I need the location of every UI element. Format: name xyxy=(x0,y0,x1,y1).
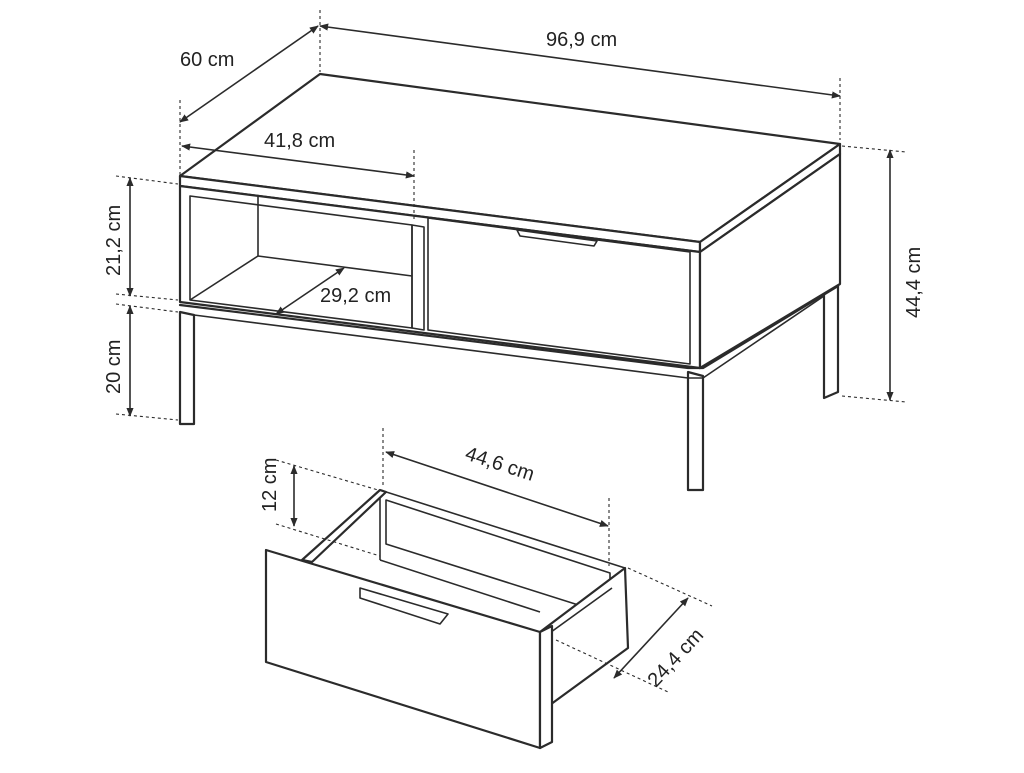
label-table-width: 96,9 cm xyxy=(546,29,617,51)
compartment-divider xyxy=(411,224,425,331)
drawer-detail xyxy=(264,488,630,750)
dim-drawer-width-line xyxy=(385,451,609,527)
table-body-side xyxy=(698,152,842,370)
label-total-height: 44,4 cm xyxy=(903,247,925,318)
table-legs xyxy=(178,282,840,492)
label-compartment-width: 41,8 cm xyxy=(264,130,335,152)
leg-back-right xyxy=(822,282,840,400)
dim-shelf-depth-line xyxy=(275,267,345,315)
dim-width-line xyxy=(319,23,841,99)
lower-frame-inner xyxy=(193,295,825,379)
drawer-back-top xyxy=(379,489,626,569)
label-table-depth: 60 cm xyxy=(180,49,234,71)
label-compartment-height: 21,2 cm xyxy=(103,205,125,276)
drawer-bottom-line xyxy=(379,559,541,613)
open-compartment xyxy=(189,195,425,331)
drawer-front-panel xyxy=(427,217,691,365)
leg-front-right xyxy=(686,370,705,492)
drawer-left-wall xyxy=(300,488,388,564)
drawer-detail-handle xyxy=(359,587,449,625)
label-drawer-width: 44,6 cm xyxy=(462,443,536,486)
dim-depth-line xyxy=(179,25,319,123)
dim-compartment-width-line xyxy=(181,143,415,179)
drawer-handle xyxy=(516,229,598,247)
drawer-right-wall xyxy=(538,566,630,712)
dim-drawer-depth-line xyxy=(613,597,689,679)
drawer-front-edge xyxy=(538,624,554,750)
table-drawer-front xyxy=(427,217,691,365)
label-drawer-height: 12 cm xyxy=(259,458,281,512)
leg-front-left xyxy=(178,310,196,426)
label-leg-height: 20 cm xyxy=(103,340,125,394)
compartment-shelf-edge xyxy=(189,255,259,301)
dimension-lines xyxy=(115,10,907,693)
label-shelf-depth: 29,2 cm xyxy=(320,285,391,307)
